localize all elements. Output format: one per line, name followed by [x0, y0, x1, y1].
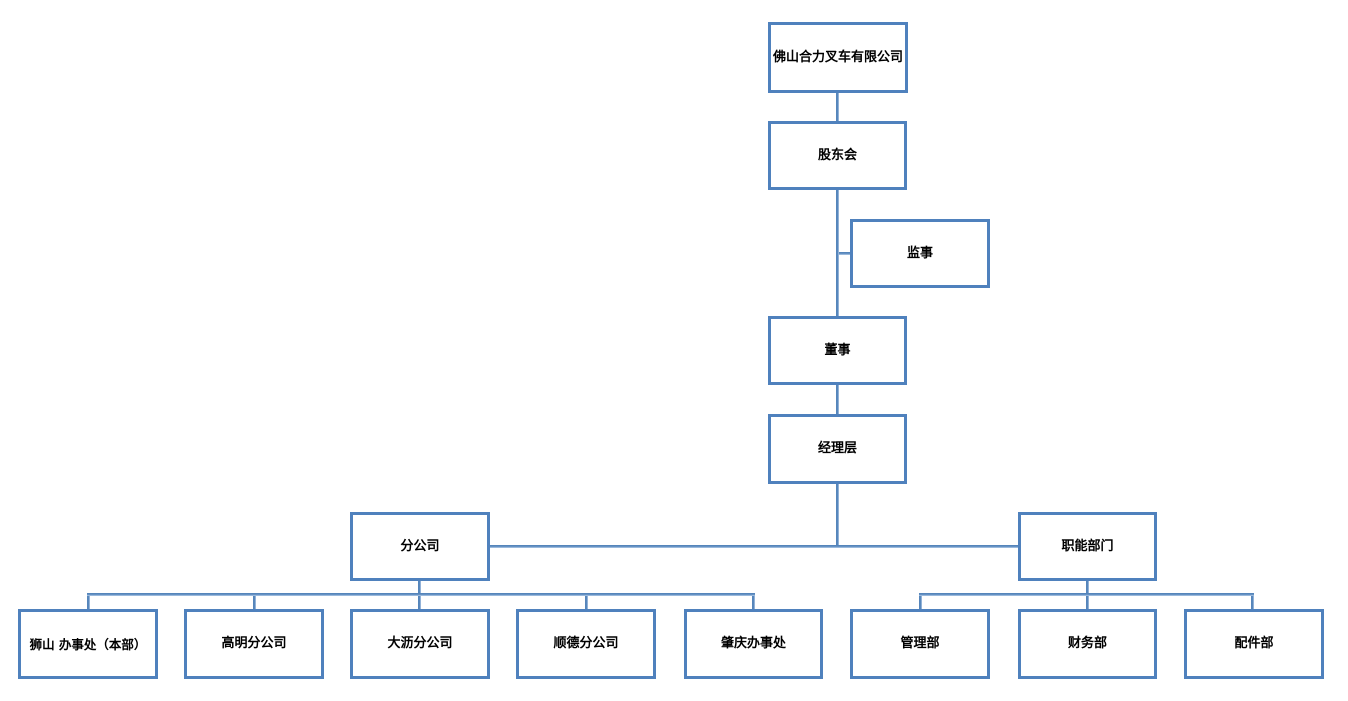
connector-tick-parts-dept [1251, 596, 1254, 610]
connector-management-drop [836, 484, 839, 546]
org-node-shishan-office: 狮山 办事处（本部） [18, 609, 158, 679]
org-node-branch-group: 分公司 [350, 512, 490, 581]
org-node-management: 经理层 [768, 414, 907, 484]
connector-director-management [836, 385, 839, 414]
connector-tick-shishan [87, 596, 90, 610]
org-node-dali-branch: 大沥分公司 [350, 609, 490, 679]
org-node-functional-group: 职能部门 [1018, 512, 1157, 581]
org-node-shunde-branch: 顺德分公司 [516, 609, 656, 679]
connector-split-horizontal [490, 545, 1018, 548]
connector-tick-gaoming [253, 596, 256, 610]
connector-supervisor-branch [839, 252, 850, 255]
org-node-shareholders: 股东会 [768, 121, 907, 190]
connector-tick-management-dept [919, 596, 922, 610]
connector-tick-zhaoqing [752, 596, 755, 610]
org-node-gaoming-branch: 高明分公司 [184, 609, 324, 679]
connector-shareholders-director [836, 190, 839, 316]
connector-tick-dali [418, 596, 421, 610]
org-node-management-dept: 管理部 [850, 609, 990, 679]
org-node-director: 董事 [768, 316, 907, 385]
org-node-supervisor: 监事 [850, 219, 990, 288]
connector-company-shareholders [836, 93, 839, 121]
org-node-company: 佛山合力叉车有限公司 [768, 22, 908, 93]
org-node-finance-dept: 财务部 [1018, 609, 1157, 679]
connector-tick-finance-dept [1086, 596, 1089, 610]
connector-functional-children-bus [919, 593, 1254, 596]
org-node-parts-dept: 配件部 [1184, 609, 1324, 679]
connector-tick-shunde [585, 596, 588, 610]
connector-branch-children-bus [87, 593, 755, 596]
org-node-zhaoqing-office: 肇庆办事处 [684, 609, 823, 679]
